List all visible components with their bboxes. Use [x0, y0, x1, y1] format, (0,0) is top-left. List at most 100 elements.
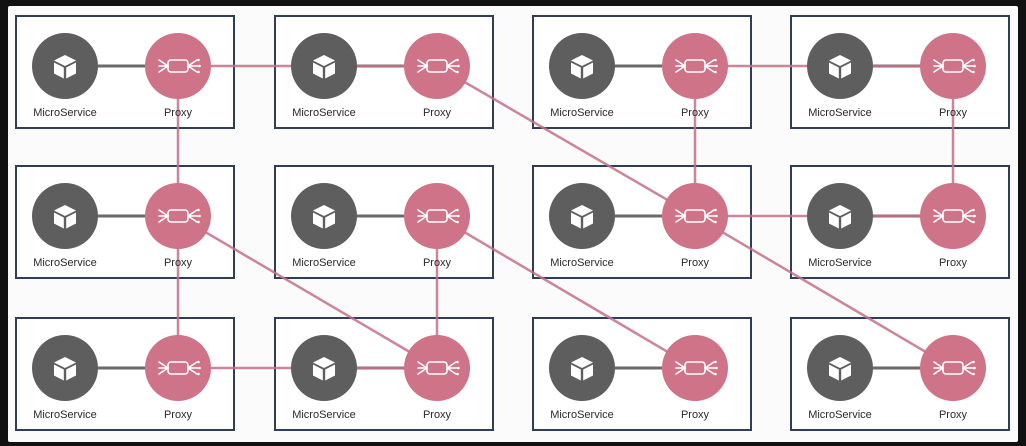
cube-right-face — [583, 364, 593, 381]
microservice-node: MicroService — [807, 183, 873, 269]
proxy-outbound-lines — [187, 361, 199, 375]
proxy-endpoint-dot — [972, 208, 975, 212]
proxy-label: Proxy — [423, 257, 452, 269]
proxy-node: Proxy — [662, 335, 728, 421]
proxy-tube-icon — [933, 58, 976, 74]
proxy-inbound-lines — [675, 209, 687, 223]
microservice-label: MicroService — [550, 107, 614, 119]
cube-icon — [829, 55, 851, 79]
cube-right-face — [841, 364, 851, 381]
proxy-endpoint-dot — [973, 366, 976, 370]
proxy-label: Proxy — [939, 107, 968, 119]
cube-top-face — [829, 55, 851, 66]
microservice-label: MicroService — [33, 409, 97, 421]
proxy-circle — [404, 335, 470, 401]
proxy-circle — [404, 33, 470, 99]
proxy-tube-icon — [675, 360, 718, 376]
microservice-node: MicroService — [807, 33, 873, 119]
proxy-endpoint-dot — [715, 64, 718, 68]
proxy-endpoint-dot — [714, 208, 717, 212]
proxy-tube-icon — [675, 58, 718, 74]
proxy-outbound-lines — [962, 361, 974, 375]
proxy-node: Proxy — [920, 33, 986, 119]
mesh-link — [436, 214, 696, 370]
cube-icon — [313, 55, 335, 79]
cube-right-face — [841, 212, 851, 229]
proxy-inbound-lines — [933, 361, 945, 375]
proxy-label: Proxy — [423, 409, 452, 421]
proxy-node: Proxy — [920, 335, 986, 421]
proxy-endpoint-dot — [197, 208, 200, 212]
cube-icon — [571, 205, 593, 229]
cube-left-face — [54, 212, 64, 229]
cube-right-face — [66, 212, 76, 229]
proxy-label: Proxy — [939, 257, 968, 269]
cube-icon — [829, 357, 851, 381]
cube-left-face — [313, 364, 323, 381]
cube-icon — [571, 55, 593, 79]
proxy-outbound-lines — [446, 59, 458, 73]
proxy-inbound-lines — [158, 209, 170, 223]
microservice-label: MicroService — [292, 257, 356, 269]
proxy-circle — [145, 33, 211, 99]
cube-top-face — [571, 55, 593, 66]
microservice-node: MicroService — [291, 335, 357, 421]
proxy-endpoint-dot — [714, 372, 717, 376]
cube-left-face — [829, 364, 839, 381]
proxy-node: Proxy — [662, 183, 728, 269]
proxy-circle — [145, 335, 211, 401]
proxy-endpoint-dot — [457, 214, 460, 218]
mesh-link — [177, 214, 438, 370]
proxy-circle — [145, 183, 211, 249]
proxy-outbound-lines — [704, 59, 716, 73]
proxy-tube-icon — [675, 208, 718, 224]
proxy-endpoint-dot — [457, 366, 460, 370]
proxy-circle — [920, 335, 986, 401]
microservice-label: MicroService — [33, 107, 97, 119]
proxy-label: Proxy — [681, 409, 710, 421]
proxy-endpoint-dot — [973, 214, 976, 218]
proxy-outbound-lines — [187, 59, 199, 73]
microservice-node: MicroService — [807, 335, 873, 421]
cube-left-face — [571, 364, 581, 381]
cube-left-face — [313, 62, 323, 79]
microservice-label: MicroService — [808, 409, 872, 421]
microservice-node: MicroService — [549, 183, 615, 269]
proxy-endpoint-dot — [197, 220, 200, 224]
cube-icon — [313, 205, 335, 229]
cube-right-face — [325, 212, 335, 229]
microservice-node: MicroService — [32, 335, 98, 421]
cube-top-face — [54, 55, 76, 66]
proxy-endpoint-dot — [197, 58, 200, 62]
proxy-endpoint-dot — [715, 214, 718, 218]
proxy-label: Proxy — [164, 107, 193, 119]
microservice-node: MicroService — [549, 335, 615, 421]
cube-top-face — [571, 205, 593, 216]
cube-right-face — [325, 62, 335, 79]
cube-left-face — [571, 62, 581, 79]
cube-right-face — [583, 212, 593, 229]
proxy-tube-icon — [417, 58, 460, 74]
proxy-inbound-lines — [417, 209, 429, 223]
proxy-node: Proxy — [145, 183, 211, 269]
proxy-endpoint-dot — [972, 360, 975, 364]
proxy-tube-icon — [417, 360, 460, 376]
proxy-endpoint-dot — [456, 220, 459, 224]
proxy-outbound-lines — [446, 209, 458, 223]
proxy-circle — [920, 33, 986, 99]
proxy-tube-icon — [158, 58, 201, 74]
microservice-node: MicroService — [291, 183, 357, 269]
proxy-endpoint-dot — [714, 220, 717, 224]
proxy-node: Proxy — [404, 33, 470, 119]
cube-right-face — [841, 62, 851, 79]
proxy-circle — [662, 183, 728, 249]
proxy-inbound-lines — [933, 209, 945, 223]
proxy-node: Proxy — [404, 183, 470, 269]
cube-icon — [54, 357, 76, 381]
proxy-outbound-lines — [704, 361, 716, 375]
cube-top-face — [571, 357, 593, 368]
cube-left-face — [313, 212, 323, 229]
proxy-endpoint-dot — [456, 372, 459, 376]
